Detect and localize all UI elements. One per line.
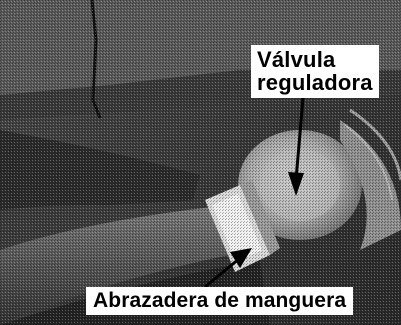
valve-label: Válvula reguladora [251, 45, 379, 99]
clamp-label: Abrazadera de manguera [86, 287, 354, 316]
